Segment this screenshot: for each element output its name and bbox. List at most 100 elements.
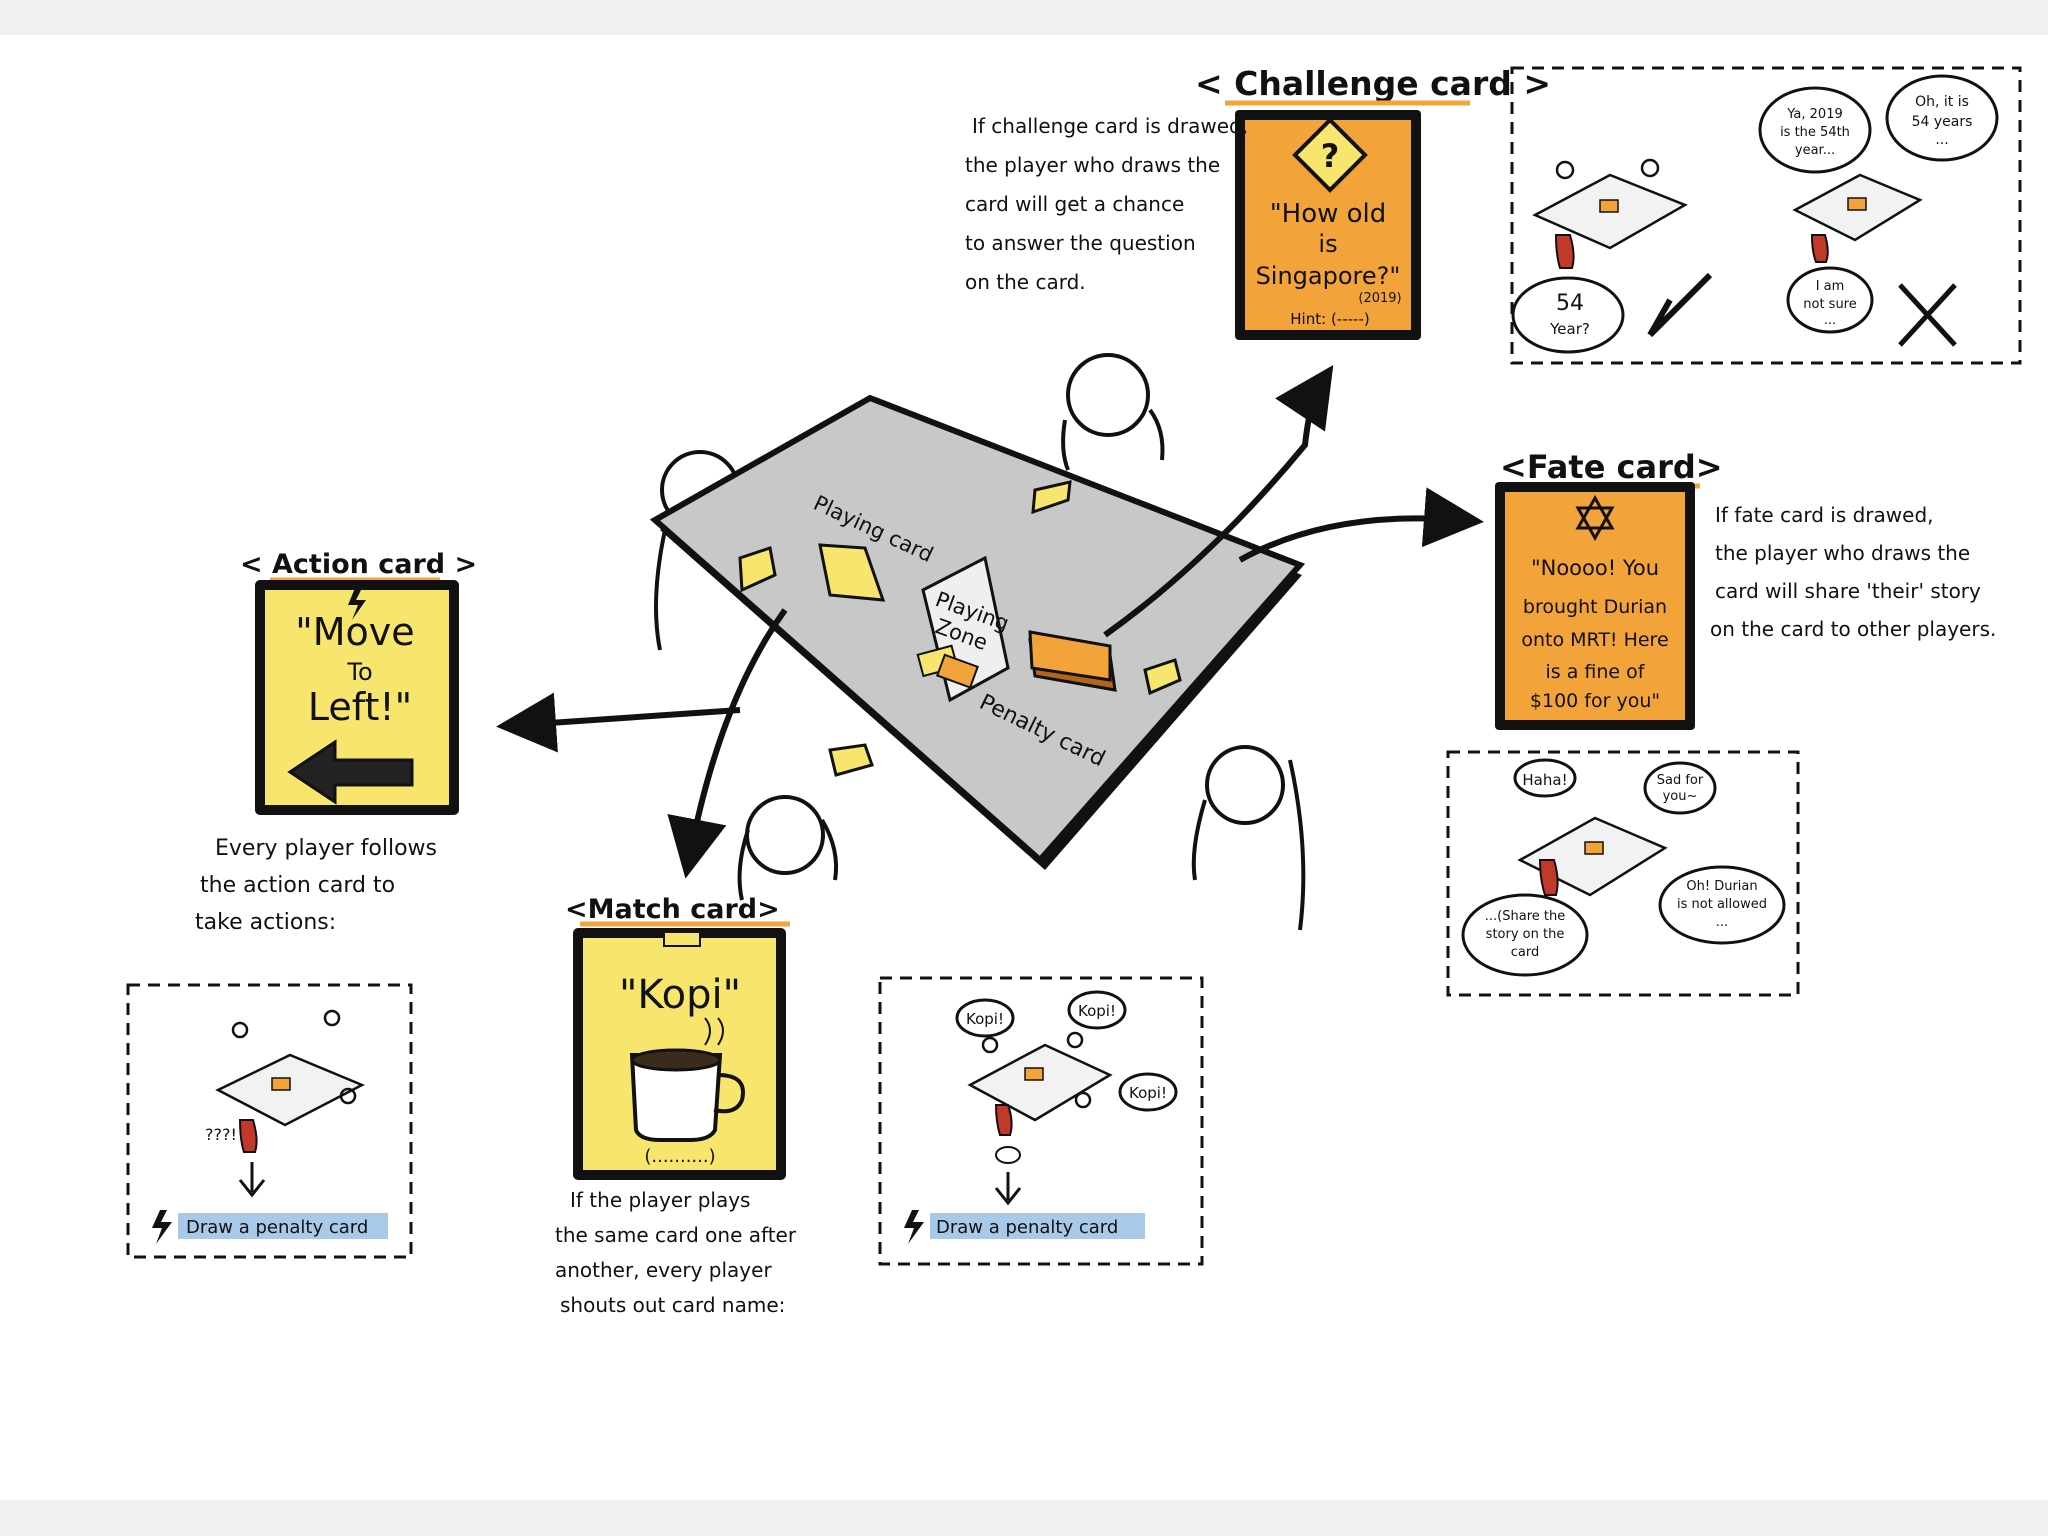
action-card-text: "Move (295, 610, 414, 654)
svg-text:Oh! Durian: Oh! Durian (1686, 879, 1757, 894)
svg-text:...(Share the: ...(Share the (1485, 909, 1565, 924)
match-description: If the player plays the same card one af… (555, 1188, 797, 1317)
match-card-text: "Kopi" (619, 972, 741, 1018)
arrow-to-match (667, 608, 788, 879)
svg-text:???!: ???! (205, 1125, 237, 1144)
svg-text:is not allowed: is not allowed (1677, 897, 1767, 912)
svg-text:Ya, 2019: Ya, 2019 (1786, 107, 1842, 122)
svg-text:year...: year... (1795, 143, 1835, 158)
svg-text:If challenge card is drawed,: If challenge card is drawed, (972, 114, 1248, 138)
svg-text:If fate card is drawed,: If fate card is drawed, (1715, 503, 1934, 527)
fate-heading: <Fate card> (1500, 448, 1723, 486)
svg-text:is the 54th: is the 54th (1780, 125, 1850, 140)
lightning-icon (904, 1210, 924, 1244)
challenge-description: If challenge card is drawed, the player … (965, 114, 1248, 294)
svg-text:you~: you~ (1663, 789, 1698, 804)
svg-text:Every player follows: Every player follows (215, 836, 437, 861)
down-arrow-icon (238, 1162, 266, 1198)
svg-text:card will get a chance: card will get a chance (965, 192, 1184, 216)
match-scene-panel (878, 976, 1204, 1266)
svg-text:Haha!: Haha! (1522, 771, 1567, 789)
fate-card-text: is a fine of (1546, 661, 1646, 683)
svg-text:take actions:: take actions: (195, 910, 336, 935)
fate-description: If fate card is drawed, the player who d… (1710, 503, 1996, 641)
fate-card-text: onto MRT! Here (1521, 629, 1668, 651)
left-arrow-icon (287, 739, 414, 805)
challenge-section: < Challenge card > ? "How old is Singapo… (965, 64, 2022, 365)
player-card-icon (828, 743, 874, 777)
fate-card-text: brought Durian (1523, 596, 1667, 618)
svg-text:54: 54 (1556, 291, 1584, 316)
svg-text:the same card one after: the same card one after (555, 1223, 797, 1247)
speech-bubble (955, 998, 1015, 1038)
player-head-icon (745, 795, 825, 875)
svg-text:on the card to other players.: on the card to other players. (1710, 617, 1996, 641)
arrow-to-fate (1238, 487, 1484, 563)
question-icon (1292, 117, 1368, 193)
match-icon (663, 931, 701, 947)
challenge-card-text: is (1318, 230, 1337, 258)
speech-bubble (1067, 990, 1127, 1030)
svg-text:to answer the question: to answer the question (965, 231, 1196, 255)
svg-text:on the card.: on the card. (965, 270, 1086, 294)
speech-bubble (1786, 266, 1874, 334)
action-scene-panel (126, 983, 413, 1259)
player-card-icon (738, 546, 777, 593)
svg-text:Oh, it is: Oh, it is (1915, 94, 1969, 110)
svg-text:54 years: 54 years (1912, 114, 1973, 130)
action-card-text: To (346, 658, 372, 686)
fate-card-text: $100 for you" (1530, 690, 1660, 712)
speech-bubble (1885, 74, 1999, 162)
svg-text:...: ... (1824, 313, 1836, 328)
speech-bubble (1758, 86, 1872, 174)
speech-bubble (1461, 893, 1589, 977)
action-section: < Action card > "Move To Left!" Every pl… (126, 549, 477, 1259)
match-section: <Match card> "Kopi" (..........) If the … (555, 894, 1204, 1317)
challenge-card-text: "How old (1270, 199, 1387, 229)
challenge-card-hint: Hint: (-----) (1290, 310, 1369, 328)
svg-text:card: card (1511, 945, 1539, 960)
challenge-card-text: Singapore?" (1256, 262, 1401, 290)
player-head-icon (1066, 353, 1150, 437)
challenge-card-year: (2019) (1358, 291, 1401, 306)
cross-icon (1898, 283, 1957, 347)
speech-bubble (1658, 865, 1786, 945)
player-body-icon (654, 529, 667, 651)
svg-text:Kopi!: Kopi! (1129, 1084, 1167, 1102)
svg-text:Kopi!: Kopi! (966, 1010, 1004, 1028)
checkmark-icon (1647, 272, 1713, 338)
svg-text:the player who draws the: the player who draws the (1715, 541, 1970, 565)
player-card-icon (1031, 480, 1072, 515)
player-head-icon (1205, 745, 1285, 825)
down-arrow-icon (994, 1172, 1022, 1206)
svg-text:...: ... (1935, 132, 1948, 148)
arrow-to-action (496, 692, 741, 753)
lightning-icon (152, 1210, 172, 1244)
speech-bubble (1643, 761, 1717, 815)
action-heading: < Action card > (240, 549, 477, 580)
match-penalty-text: Draw a penalty card (936, 1217, 1118, 1238)
svg-text:the action card to: the action card to (200, 873, 395, 898)
svg-text:Year?: Year? (1549, 320, 1590, 338)
playing-card-deck (818, 543, 886, 602)
svg-text:another, every player: another, every player (555, 1258, 772, 1282)
svg-text:shouts out card name:: shouts out card name: (560, 1293, 785, 1317)
challenge-heading: < Challenge card > (1195, 64, 1551, 103)
penalty-highlight (930, 1213, 1145, 1239)
penalty-highlight (178, 1213, 388, 1239)
fate-section: <Fate card> "Noooo! You brought Durian o… (1446, 448, 1996, 997)
flow-arrows (496, 365, 1484, 879)
svg-text:I am: I am (1816, 279, 1845, 294)
svg-text:...: ... (1716, 915, 1728, 930)
question-mark-icon: ? (1321, 137, 1340, 175)
penalty-card-deck (1028, 630, 1112, 682)
star-icon (1575, 494, 1615, 542)
coffee-cup-icon (629, 1053, 723, 1142)
fate-scene-panel (1446, 750, 1800, 997)
svg-text:If the player plays: If the player plays (570, 1188, 750, 1212)
player-card-icon (1143, 658, 1182, 696)
speech-bubble (1118, 1072, 1178, 1112)
speech-bubble (1513, 758, 1577, 798)
match-heading: <Match card> (565, 894, 780, 925)
